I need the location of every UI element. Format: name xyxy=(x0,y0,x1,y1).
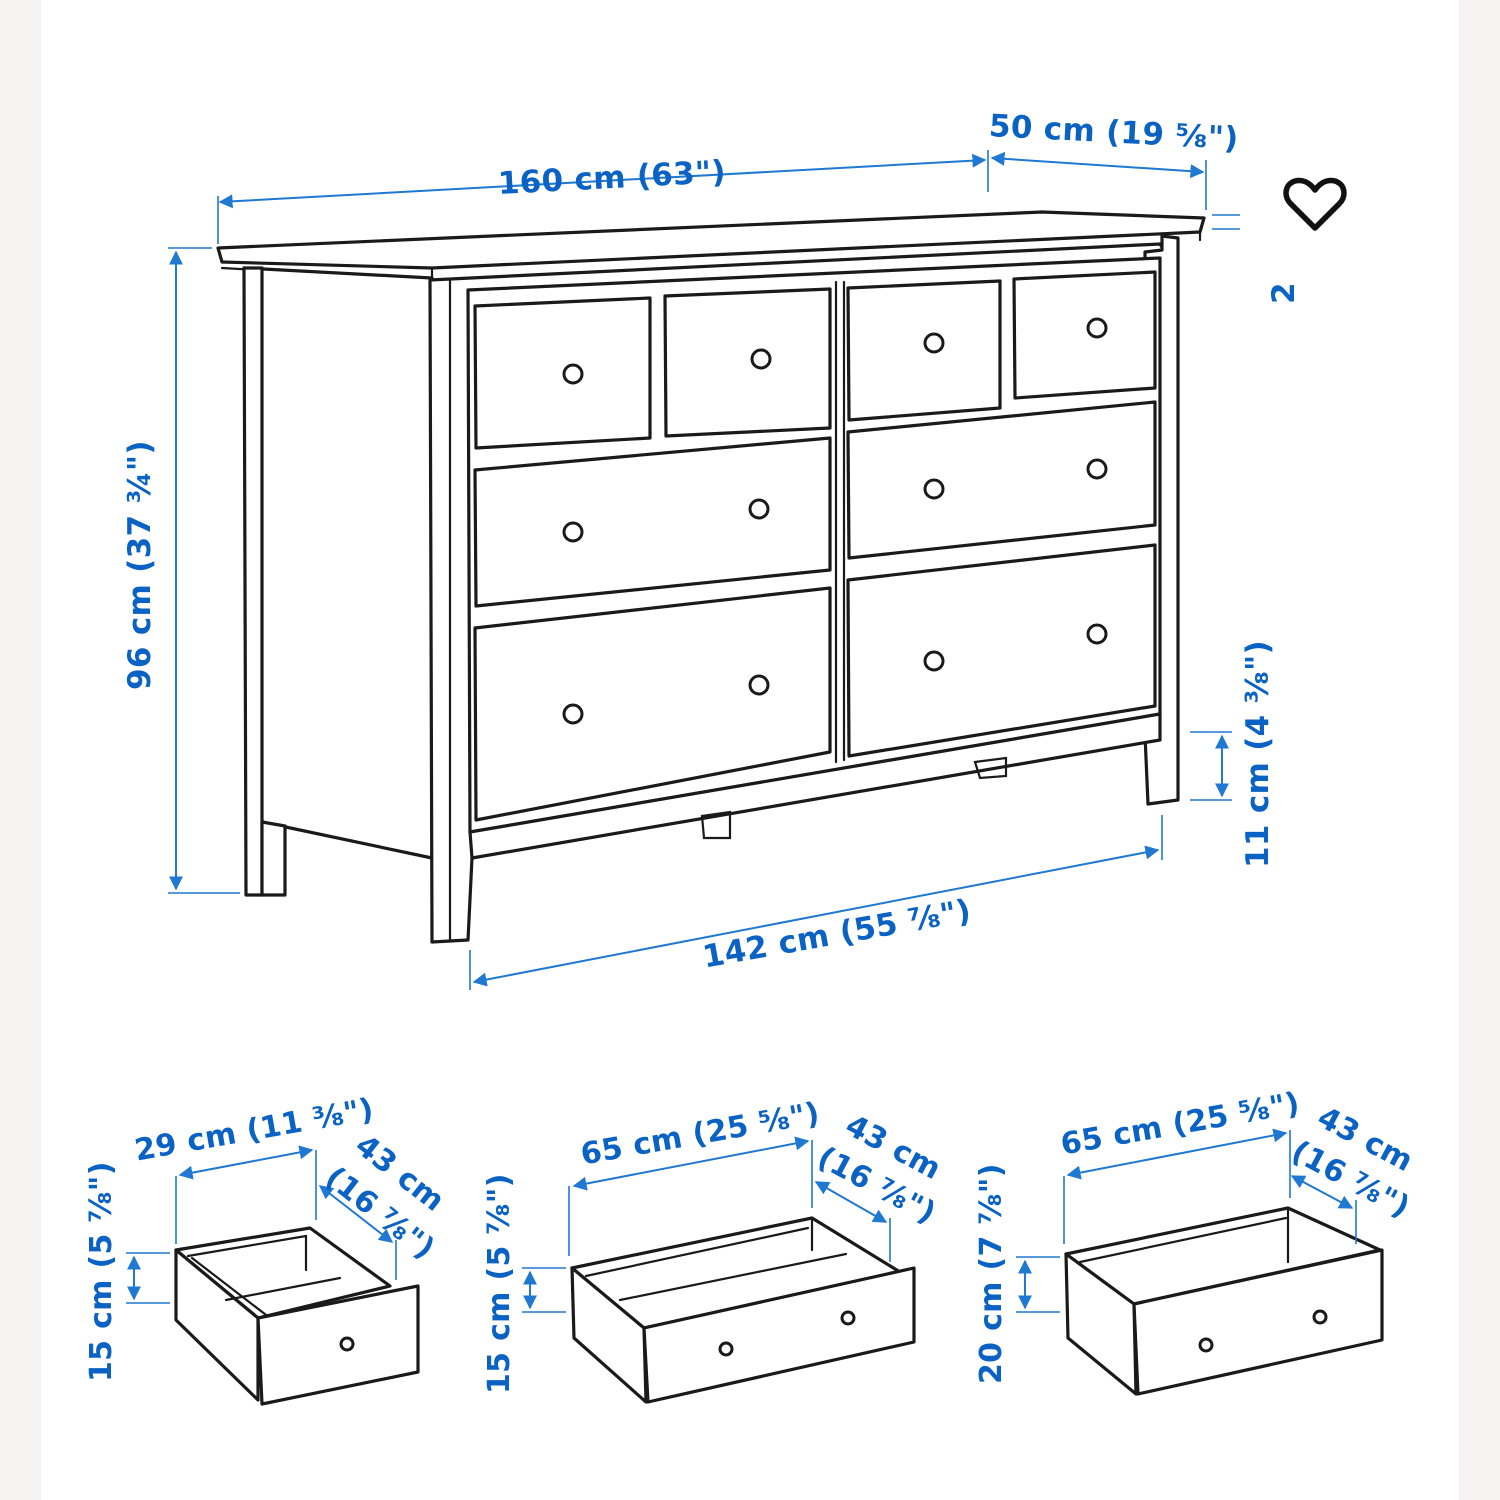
top-thickness-label: 2 xyxy=(1266,282,1302,304)
drawer-1-height-label: 15 cm (5 ⅞") xyxy=(84,1161,119,1382)
dresser-drawing xyxy=(216,210,1206,944)
dimension-lines xyxy=(168,150,1240,990)
heart-outline-icon xyxy=(1283,177,1347,231)
leg-clearance-label: 11 cm (4 ⅜") xyxy=(1240,640,1276,868)
favorite-button[interactable] xyxy=(1240,130,1390,280)
drawer-1-drawing xyxy=(126,1145,420,1406)
drawer-2-height-label: 15 cm (5 ⅞") xyxy=(482,1173,517,1394)
drawer-knobs xyxy=(562,317,1108,725)
drawer-2-drawing xyxy=(522,1136,916,1404)
drawer-3-height-label: 20 cm (7 ⅞") xyxy=(974,1163,1009,1384)
drawer-3-drawing xyxy=(1016,1128,1384,1396)
height-label: 96 cm (37 ¾") xyxy=(122,440,158,690)
